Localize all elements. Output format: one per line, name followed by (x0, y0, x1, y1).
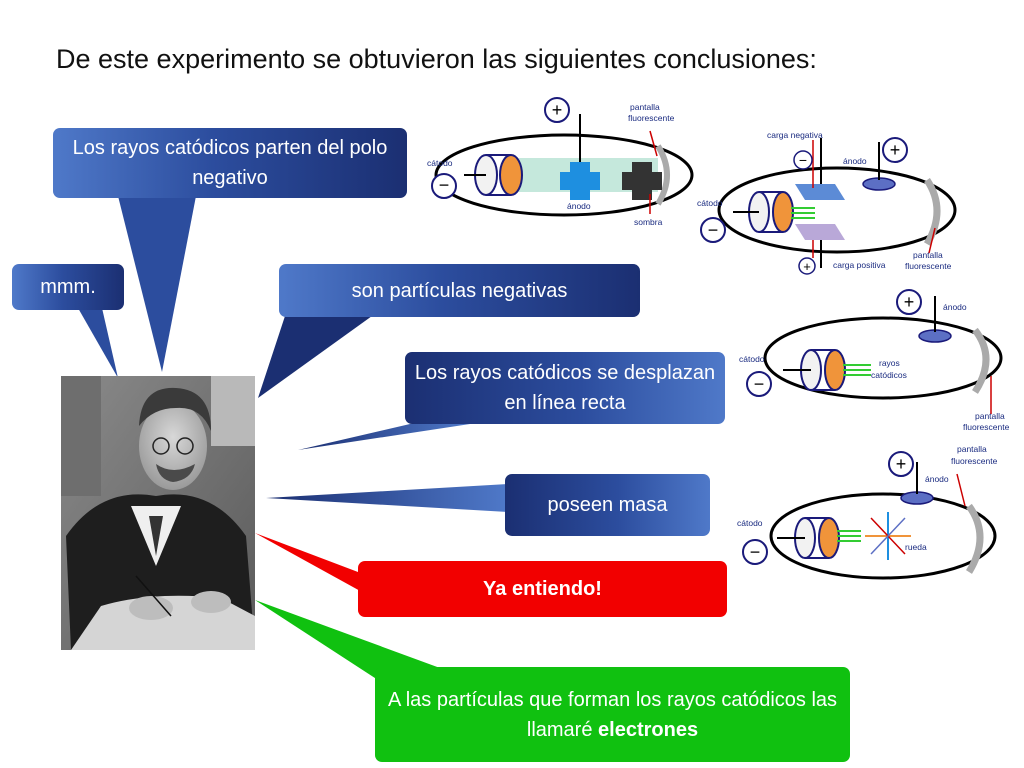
bubble-linea-recta: Los rayos catódicos se desplazan en líne… (405, 352, 725, 424)
tail-recta (298, 424, 470, 450)
tube-diagram-4: + − pantalla fluorescente ánodo cátodo r… (737, 444, 998, 580)
electrones-prefix: A las partículas que forman los rayos ca… (387, 688, 838, 741)
electrones-bold: electrones (598, 718, 699, 741)
tube2-anodo-label: ánodo (843, 156, 867, 166)
tube1-plus: + (552, 100, 563, 120)
tube2-plus-bottom: + (803, 259, 811, 274)
tube4-pantalla-label: pantalla (957, 444, 987, 454)
tube4-plus: + (896, 454, 907, 474)
tube4-rueda-label: rueda (905, 542, 927, 552)
tube1-pantalla-label: pantalla (630, 102, 660, 112)
tube4-anodo-label: ánodo (925, 474, 949, 484)
tail-electrones (255, 600, 440, 680)
tail-negativas (258, 316, 372, 398)
slide-title: De este experimento se obtuvieron las si… (56, 44, 817, 74)
tube2-carga-positiva-label: carga positiva (833, 260, 886, 270)
tail-entiendo (255, 533, 362, 592)
tube3-anodo-label: ánodo (943, 302, 967, 312)
tube-diagram-1: − + cátodo ánodo pantalla fluorescente s… (427, 97, 694, 227)
tube2-minus: − (708, 220, 719, 240)
tube3-catodo-label: cátodo (739, 354, 765, 364)
tube2-pantalla-label: pantalla (913, 250, 943, 260)
tail-masa (266, 484, 508, 512)
bubble-mmm: mmm. (12, 264, 124, 310)
tube3-fluorescente-label: fluorescente (963, 422, 1010, 432)
tube2-fluorescente-label: fluorescente (905, 261, 952, 271)
scientist-photo (61, 376, 255, 650)
bubble-electrones: A las partículas que forman los rayos ca… (375, 667, 850, 762)
tube3-minus: − (754, 374, 765, 394)
electrones-text: A las partículas que forman los rayos ca… (383, 685, 842, 745)
bubble-particulas-negativas: son partículas negativas (279, 264, 640, 317)
bubble-ya-entiendo: Ya entiendo! (358, 561, 727, 617)
tube2-catodo-label: cátodo (697, 198, 723, 208)
tube3-rayos-label: rayos (879, 358, 900, 368)
tube2-minus-top: − (799, 152, 807, 168)
tail-mmm (78, 308, 118, 378)
tube1-anodo-label: ánodo (567, 201, 591, 211)
tube-diagram-3: + − ánodo cátodo rayos catódicos pantall… (739, 289, 1010, 432)
bubble-polo-negativo: Los rayos catódicos parten del polo nega… (53, 128, 407, 198)
tube4-fluorescente-label: fluorescente (951, 456, 998, 466)
tube1-fluorescente-label: fluorescente (628, 113, 675, 123)
tube2-plus: + (890, 140, 901, 160)
tube1-minus: − (439, 175, 450, 195)
tube3-pantalla-label: pantalla (975, 411, 1005, 421)
tube4-catodo-label: cátodo (737, 518, 763, 528)
tube2-carga-negativa-label: carga negativa (767, 130, 823, 140)
tube-diagram-2: − + − + carga negativa ánodo cátodo carg… (697, 130, 957, 275)
tube3-plus: + (904, 292, 915, 312)
tube1-catodo-label: cátodo (427, 158, 453, 168)
tail-polo (118, 196, 196, 372)
tube4-minus: − (750, 542, 761, 562)
bubble-poseen-masa: poseen masa (505, 474, 710, 536)
tube3-catodicos-label: catódicos (871, 370, 907, 380)
tube1-sombra-label: sombra (634, 217, 663, 227)
